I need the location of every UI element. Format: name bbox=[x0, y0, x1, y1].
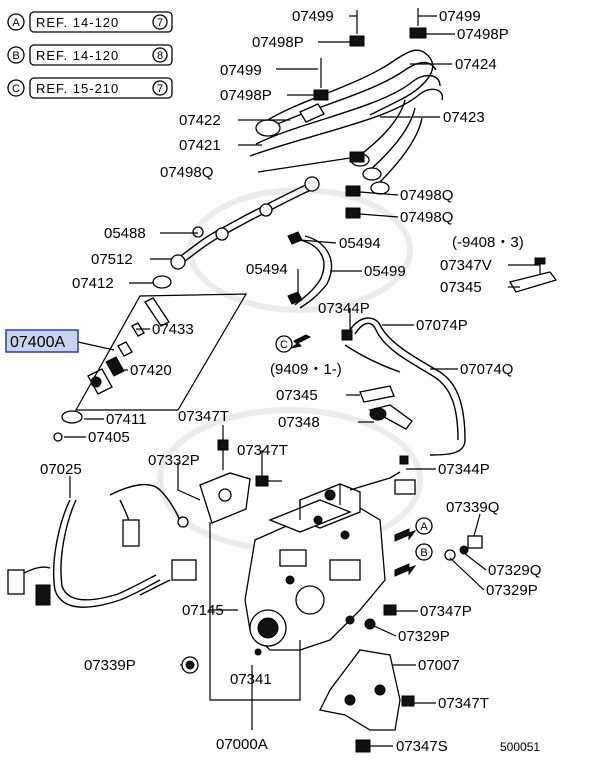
label-07512: 07512 bbox=[91, 251, 133, 268]
label-07329P: 07329P bbox=[398, 628, 450, 645]
label-07498P: 07498P bbox=[457, 26, 509, 43]
label-07347S: 07347S bbox=[396, 738, 448, 755]
label-range-9408: (-9408・3) bbox=[452, 234, 524, 251]
label-07405: 07405 bbox=[88, 429, 130, 446]
nozzle-assembly[interactable] bbox=[74, 293, 248, 411]
label-07074Q: 07074Q bbox=[460, 361, 513, 378]
pump-arrows bbox=[290, 334, 417, 577]
bracket-07348[interactable] bbox=[368, 404, 413, 430]
label-05494: 05494 bbox=[246, 261, 288, 278]
label-07498Q: 07498Q bbox=[400, 187, 453, 204]
label-07344P: 07344P bbox=[318, 300, 370, 317]
label-07345: 07345 bbox=[440, 279, 482, 296]
washer-07405[interactable] bbox=[53, 432, 63, 442]
leader-lines bbox=[64, 15, 540, 747]
bracket-07345-mid[interactable] bbox=[359, 385, 395, 403]
reference-row-a[interactable]: A REF. 14-120 7 bbox=[7, 11, 173, 33]
label-07498Q: 07498Q bbox=[400, 209, 453, 226]
callout-c[interactable]: C bbox=[275, 335, 293, 353]
ref-text: REF. 15-210 bbox=[36, 81, 119, 96]
fuel-hose[interactable] bbox=[287, 231, 333, 309]
label-07422: 07422 bbox=[179, 112, 221, 129]
ref-circle-letter: A bbox=[12, 17, 20, 29]
label-07074P: 07074P bbox=[416, 317, 468, 334]
fasteners[interactable] bbox=[181, 455, 483, 753]
ref-text: REF. 14-120 bbox=[36, 15, 119, 30]
ref-circle-letter: C bbox=[12, 83, 20, 95]
reference-legend: A REF. 14-120 7 B REF. 14-120 8 C REF. 1… bbox=[7, 11, 173, 99]
highlighted-part-label: 07400A bbox=[10, 334, 65, 351]
label-07499: 07499 bbox=[292, 8, 334, 25]
callout-letter: C bbox=[280, 339, 288, 351]
wiring-harness[interactable] bbox=[7, 483, 197, 608]
label-07347T: 07347T bbox=[178, 408, 229, 425]
label-07424: 07424 bbox=[455, 56, 497, 73]
label-07344P: 07344P bbox=[438, 461, 490, 478]
ref-circle-letter: B bbox=[12, 50, 19, 62]
pipe-clamps[interactable] bbox=[313, 8, 427, 219]
diagram-number: 500051 bbox=[500, 740, 540, 754]
label-07339Q: 07339Q bbox=[446, 499, 499, 516]
label-range-9409: (9409・1-) bbox=[270, 361, 342, 378]
label-07499: 07499 bbox=[439, 8, 481, 25]
label-07347P: 07347P bbox=[420, 603, 472, 620]
return-hoses[interactable] bbox=[341, 317, 466, 456]
label-07332P: 07332P bbox=[148, 452, 200, 469]
washer-07412[interactable] bbox=[152, 275, 172, 289]
callout-b[interactable]: B bbox=[415, 543, 433, 561]
injection-pump[interactable] bbox=[244, 471, 416, 651]
callout-a[interactable]: A bbox=[415, 517, 433, 535]
label-07412: 07412 bbox=[72, 275, 114, 292]
reference-row-c[interactable]: C REF. 15-210 7 bbox=[7, 77, 173, 99]
label-07339P: 07339P bbox=[84, 657, 136, 674]
label-07329Q: 07329Q bbox=[488, 562, 541, 579]
injection-pipes[interactable] bbox=[249, 49, 444, 195]
label-07421: 07421 bbox=[179, 137, 221, 154]
label-07498Q: 07498Q bbox=[160, 164, 213, 181]
part-labels: 07499 07499 07498P 07498P 07424 07499 07… bbox=[40, 8, 541, 755]
washer-07411[interactable] bbox=[61, 410, 83, 424]
label-07420: 07420 bbox=[130, 362, 172, 379]
bolt-07347T-b[interactable] bbox=[255, 475, 282, 487]
label-07347T: 07347T bbox=[237, 442, 288, 459]
bolt-07347T[interactable] bbox=[217, 439, 229, 470]
callout-letter: B bbox=[420, 547, 427, 559]
label-07145: 07145 bbox=[182, 602, 224, 619]
label-05488: 05488 bbox=[104, 225, 146, 242]
bracket-07007[interactable] bbox=[319, 649, 401, 731]
label-05494: 05494 bbox=[339, 235, 381, 252]
label-07025: 07025 bbox=[40, 461, 82, 478]
ref-text: REF. 14-120 bbox=[36, 48, 119, 63]
label-07329P: 07329P bbox=[486, 582, 538, 599]
highlighted-part-07400A[interactable]: 07400A bbox=[5, 329, 79, 353]
label-07411: 07411 bbox=[106, 411, 147, 428]
label-07423: 07423 bbox=[443, 109, 485, 126]
label-07345: 07345 bbox=[276, 387, 318, 404]
label-07000A: 07000A bbox=[216, 736, 268, 753]
bracket-07345-top[interactable] bbox=[508, 257, 558, 293]
leak-off-pipe[interactable] bbox=[170, 176, 320, 270]
label-07348: 07348 bbox=[278, 414, 320, 431]
label-05499: 05499 bbox=[364, 263, 406, 280]
reference-row-b[interactable]: B REF. 14-120 8 bbox=[7, 44, 173, 66]
callout-letter: A bbox=[420, 521, 428, 533]
label-07341: 07341 bbox=[230, 671, 272, 688]
label-07347V: 07347V bbox=[440, 257, 492, 274]
label-07498P: 07498P bbox=[252, 34, 304, 51]
label-07433: 07433 bbox=[152, 321, 194, 338]
label-07347T: 07347T bbox=[438, 695, 489, 712]
ref-num: 8 bbox=[157, 50, 163, 62]
label-07499: 07499 bbox=[220, 62, 262, 79]
label-07498P: 07498P bbox=[220, 87, 272, 104]
bracket-07332P[interactable] bbox=[199, 472, 251, 524]
ref-num: 7 bbox=[157, 17, 163, 29]
label-07007: 07007 bbox=[418, 657, 460, 674]
ref-num: 7 bbox=[157, 83, 163, 95]
